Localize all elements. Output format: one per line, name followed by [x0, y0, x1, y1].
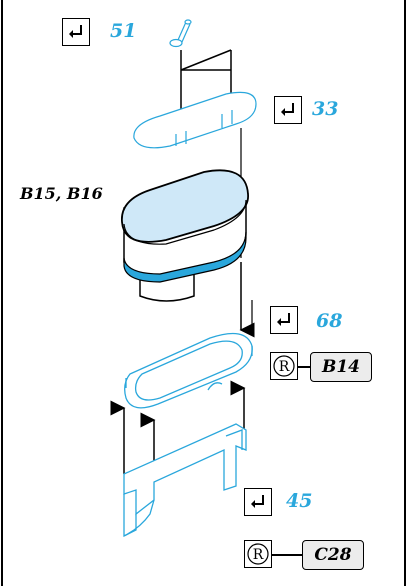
return-arrow-icon: [277, 313, 290, 326]
callout-box-51: [62, 18, 90, 46]
part-label: B15, B16: [20, 184, 103, 203]
callout-box-68: [270, 306, 298, 334]
ring-frame-part: [124, 332, 253, 409]
svg-text:R: R: [279, 359, 290, 375]
pin-part: [169, 19, 192, 48]
registered-box: R: [270, 352, 298, 380]
svg-text:R: R: [253, 547, 264, 563]
return-arrow-icon: [281, 103, 294, 116]
callout-number: 68: [316, 310, 343, 332]
return-arrow-icon: [69, 25, 82, 38]
registered-mark-icon: R: [273, 355, 295, 377]
up-arrows: [110, 380, 246, 474]
registered-mark-icon: R: [247, 543, 269, 565]
part-code-box: B14: [310, 352, 372, 382]
frame-left-border: [1, 0, 3, 586]
registered-box: R: [244, 540, 272, 568]
callout-number: 51: [110, 20, 137, 42]
frame-right-border: [404, 0, 406, 586]
callout-box-45: [244, 488, 272, 516]
callout-number: 45: [286, 490, 313, 512]
callout-box-33: [274, 96, 302, 124]
bracket-part: [123, 423, 247, 538]
part-code-box: C28: [302, 540, 364, 570]
connector-line: [272, 554, 302, 556]
callout-number: 33: [312, 98, 339, 120]
capsule-body-part: [121, 169, 249, 302]
oval-plate-part: [133, 91, 257, 149]
connector-line: [298, 366, 310, 368]
return-arrow-icon: [251, 495, 264, 508]
